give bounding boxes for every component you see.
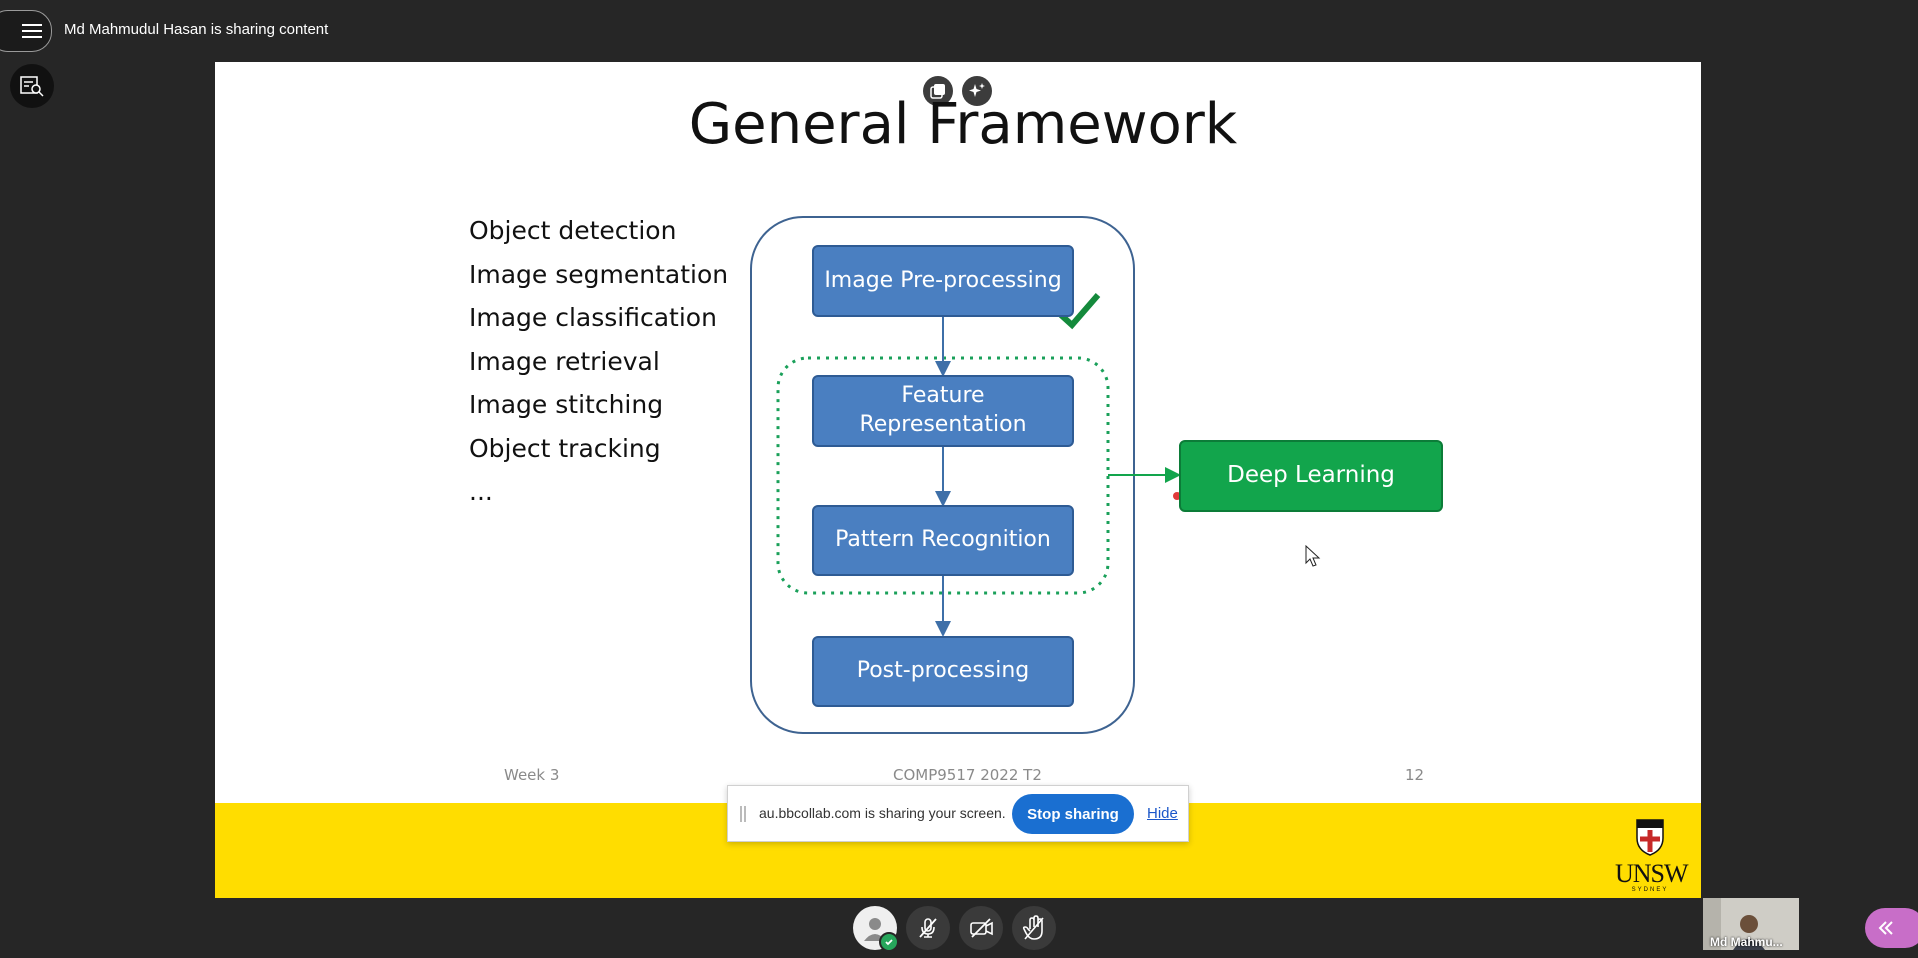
task-item: Image retrieval <box>469 346 660 376</box>
shared-slide: General Framework Object detection Image… <box>215 62 1701 898</box>
task-item: Image stitching <box>469 390 664 419</box>
task-list: Object detection Image segmentation Imag… <box>469 216 728 521</box>
task-item: Object tracking <box>469 433 661 463</box>
drag-handle-icon[interactable] <box>740 806 746 822</box>
camera-off-icon <box>970 918 993 938</box>
pop-out-button[interactable] <box>923 76 953 106</box>
raise-hand-button[interactable] <box>1012 906 1056 950</box>
feature-representation-line1: Feature <box>901 383 985 409</box>
collaborate-panel-toggle[interactable] <box>1865 908 1918 948</box>
session-controls <box>853 906 1056 952</box>
raise-hand-icon <box>1022 915 1044 940</box>
my-status-button[interactable] <box>853 906 899 952</box>
status-check-icon <box>879 932 899 952</box>
unsw-logo-text: UNSW <box>1615 859 1689 888</box>
task-item: Image segmentation <box>469 259 729 289</box>
footer-course: COMP9517 2022 T2 <box>893 766 1042 784</box>
hide-notification-link[interactable]: Hide <box>1147 805 1178 822</box>
image-preprocessing-box: Image Pre-processing <box>812 245 1074 317</box>
camera-toggle-button[interactable] <box>959 906 1003 950</box>
slide-title: General Framework <box>688 92 1238 157</box>
participant-video-frame <box>1703 898 1799 950</box>
microphone-toggle-button[interactable] <box>906 906 950 950</box>
deep-learning-box: Deep Learning <box>1179 440 1443 512</box>
microphone-off-icon <box>919 918 937 938</box>
ai-sparkle-button[interactable] <box>962 76 992 106</box>
sharing-status-title: Md Mahmudul Hasan is sharing content <box>64 21 329 38</box>
feature-representation-line2: Representation <box>859 412 1027 437</box>
stop-sharing-button[interactable]: Stop sharing <box>1012 794 1134 834</box>
footer-page-number: 12 <box>1405 766 1425 784</box>
participant-video-thumbnail[interactable] <box>1703 898 1799 950</box>
task-item: Object detection <box>469 216 677 245</box>
double-chevron-left-icon <box>1878 921 1893 935</box>
share-notification-text: au.bbcollab.com is sharing your screen. <box>759 805 1006 821</box>
sparkle-icon <box>969 83 985 97</box>
pop-out-icon <box>930 84 945 99</box>
unsw-logo-sub: SYDNEY <box>1631 887 1669 893</box>
task-item: Image classification <box>469 303 717 332</box>
footer-week: Week 3 <box>504 766 560 784</box>
search-content-button[interactable] <box>10 64 54 108</box>
feature-representation-box: Feature Representation <box>812 375 1074 447</box>
task-item: ... <box>469 477 493 506</box>
pattern-recognition-box: Pattern Recognition <box>812 505 1074 576</box>
post-processing-box: Post-processing <box>812 636 1074 707</box>
unsw-logo: UNSW SYDNEY <box>1615 818 1689 893</box>
search-document-icon <box>20 76 44 97</box>
mouse-cursor-icon <box>1305 545 1321 567</box>
unsw-crest-icon <box>1636 819 1664 856</box>
screen-share-notification: au.bbcollab.com is sharing your screen. … <box>727 785 1189 842</box>
framework-diagram <box>750 216 1181 734</box>
main-menu-button[interactable] <box>0 10 52 52</box>
participant-name: Md Mahmu... <box>1710 935 1783 949</box>
